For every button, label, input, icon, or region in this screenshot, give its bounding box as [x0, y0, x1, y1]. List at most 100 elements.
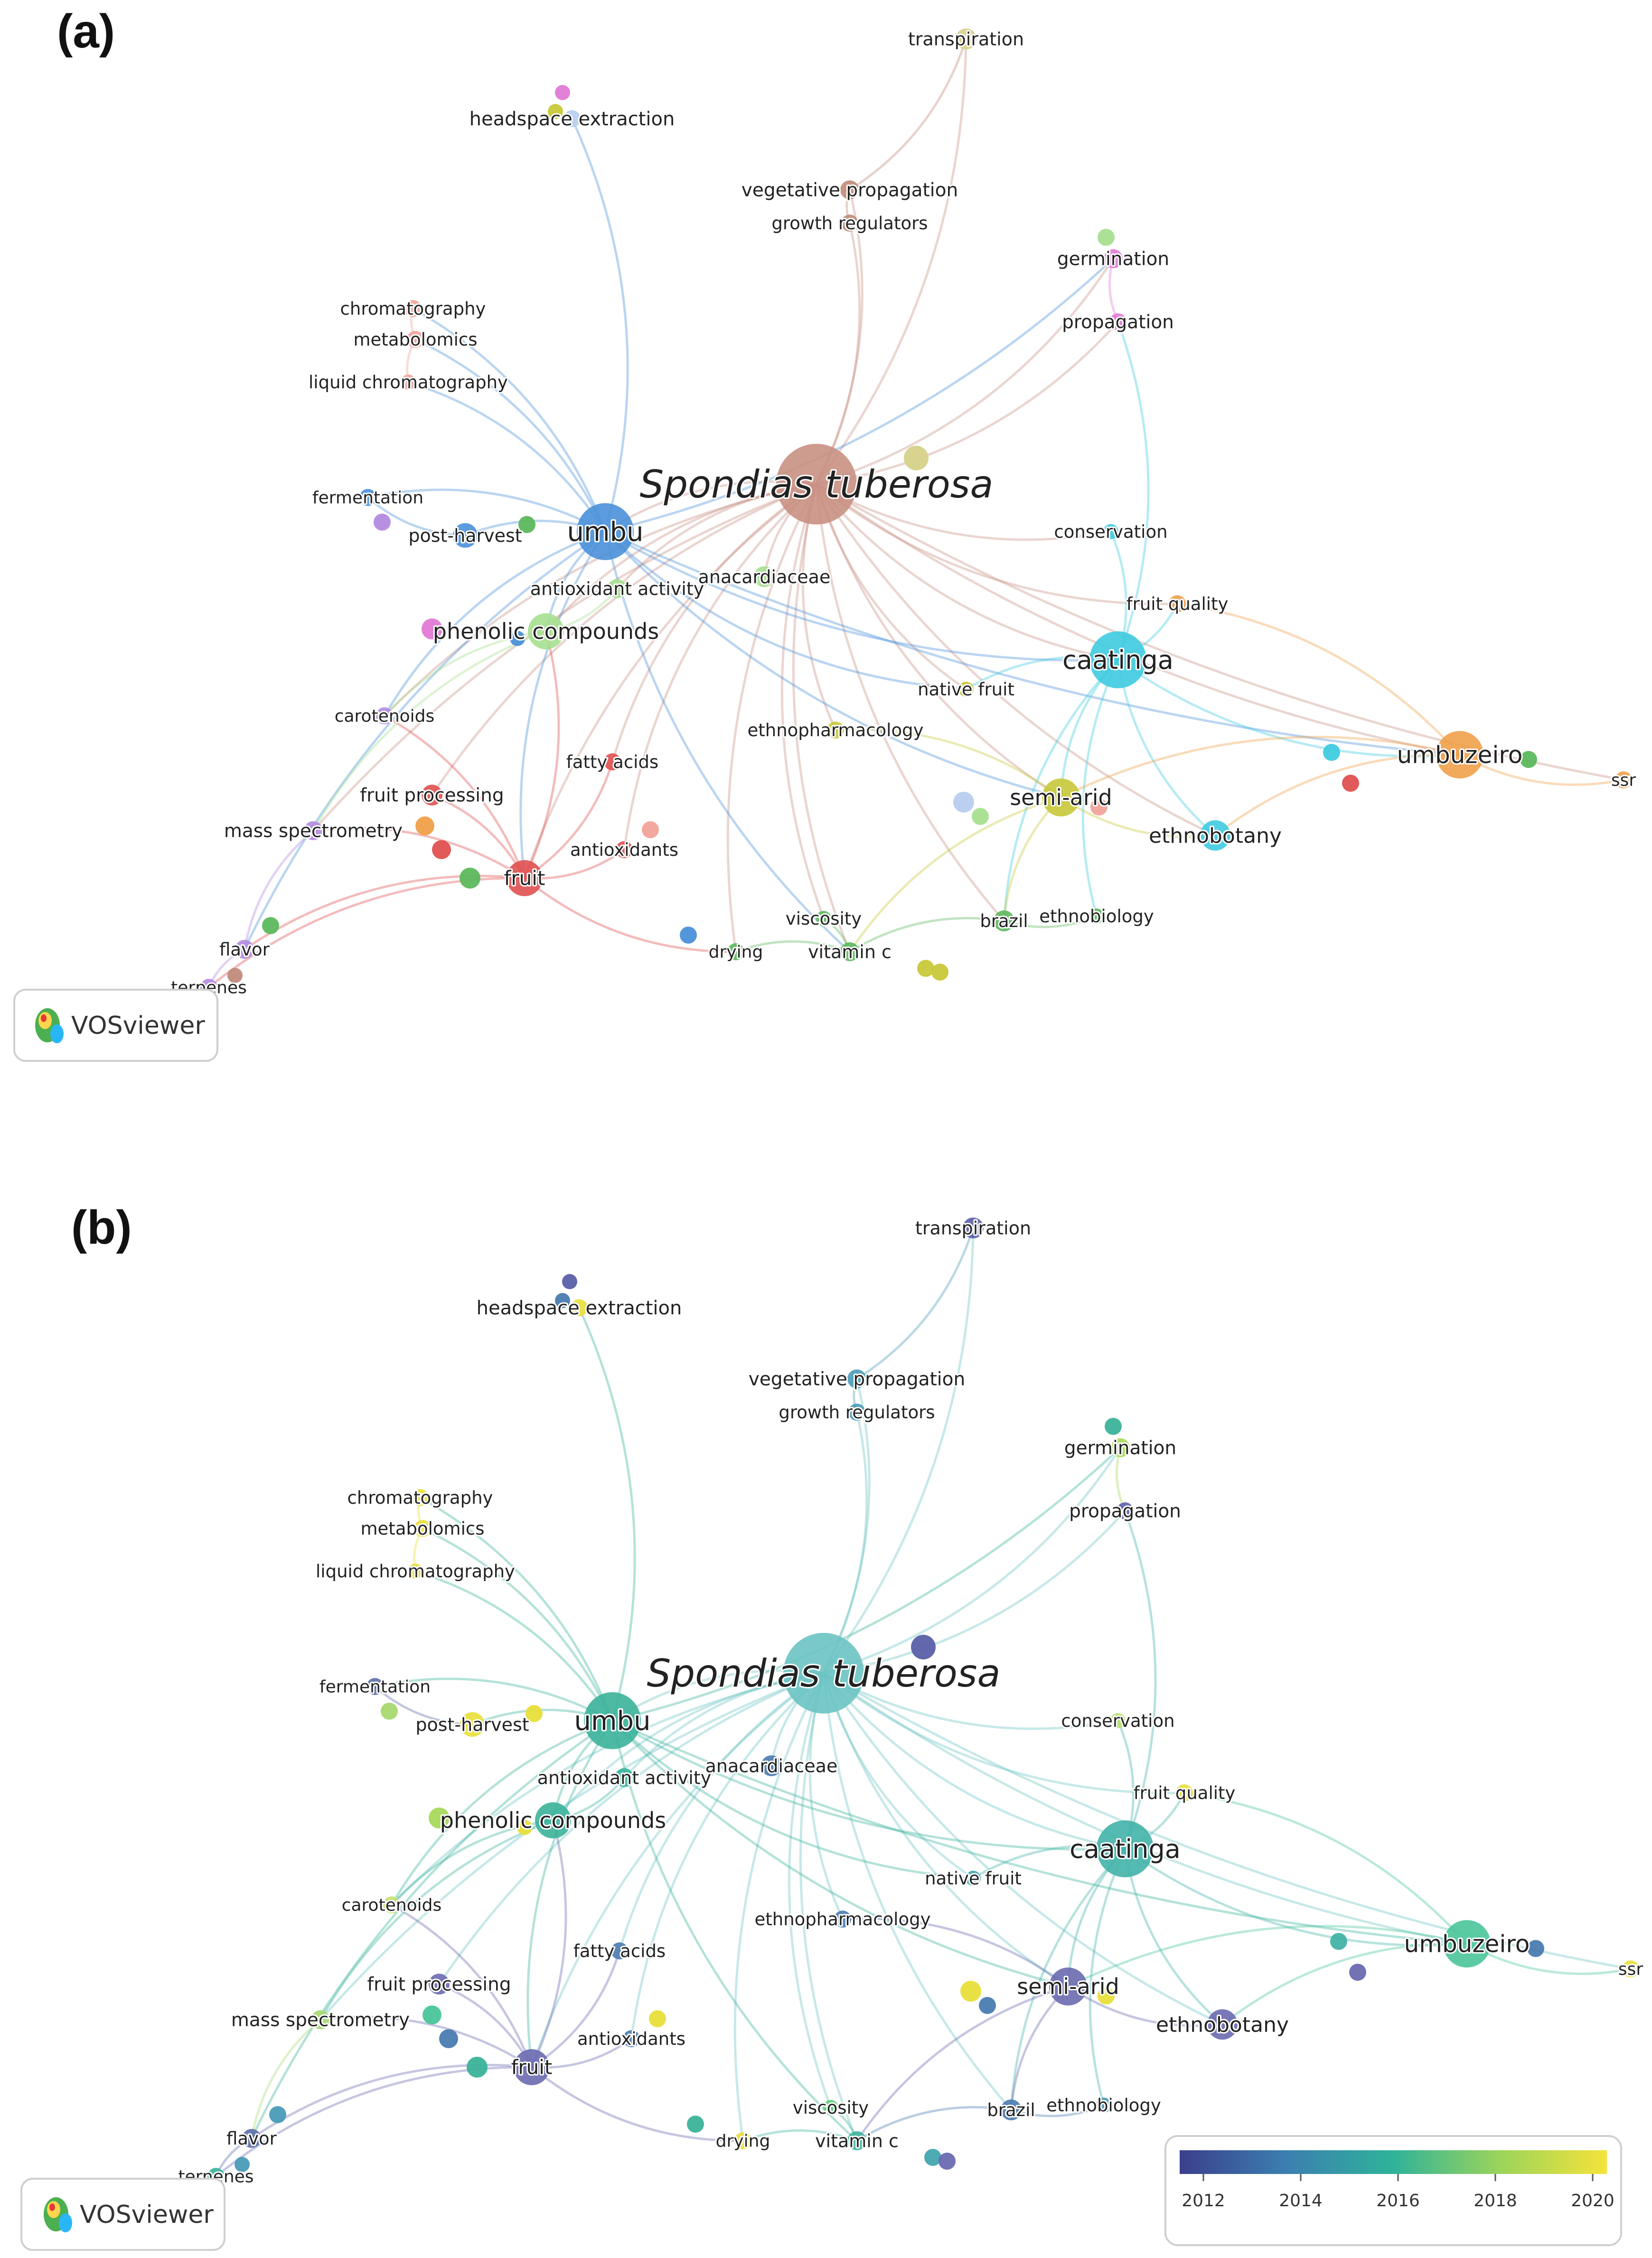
- node-phenolic-compounds[interactable]: [535, 1802, 571, 1838]
- minor-keyword-node[interactable]: [1323, 744, 1340, 761]
- node-anacardiaceae[interactable]: [761, 1755, 782, 1776]
- minor-keyword-node[interactable]: [911, 1635, 936, 1659]
- node-post-harvest[interactable]: [453, 523, 478, 548]
- node-carotenoids[interactable]: [383, 1896, 400, 1913]
- minor-keyword-node[interactable]: [262, 917, 279, 934]
- minor-keyword-node[interactable]: [917, 960, 934, 977]
- minor-keyword-node[interactable]: [548, 104, 563, 119]
- minor-keyword-node[interactable]: [235, 2157, 250, 2172]
- node-vegetative-propagation[interactable]: [847, 1369, 866, 1388]
- minor-keyword-node[interactable]: [972, 808, 989, 825]
- node-brazil[interactable]: [994, 910, 1014, 931]
- node-umbuzeiro[interactable]: [1443, 1920, 1491, 1968]
- node-metabolomics[interactable]: [414, 1520, 431, 1537]
- minor-keyword-node[interactable]: [429, 1808, 450, 1828]
- minor-keyword-node[interactable]: [1342, 775, 1359, 792]
- node-fermentation[interactable]: [366, 1678, 384, 1695]
- node-fatty-acids[interactable]: [611, 1942, 628, 1959]
- minor-keyword-node[interactable]: [460, 868, 480, 889]
- minor-keyword-node[interactable]: [687, 2116, 704, 2133]
- node-caatinga[interactable]: [1097, 1820, 1154, 1877]
- node-umbu[interactable]: [584, 1692, 641, 1749]
- minor-keyword-node[interactable]: [979, 1997, 996, 2014]
- node-fruit[interactable]: [507, 860, 543, 896]
- node-ethnobotany[interactable]: [1207, 2009, 1238, 2040]
- minor-keyword-node[interactable]: [439, 2029, 458, 2048]
- minor-keyword-node[interactable]: [1520, 751, 1537, 768]
- node-fruit-quality[interactable]: [1176, 1784, 1193, 1801]
- node-conservation[interactable]: [1110, 1713, 1126, 1728]
- node-caatinga[interactable]: [1089, 631, 1146, 688]
- minor-keyword-node[interactable]: [374, 514, 391, 531]
- node-fruit-quality[interactable]: [1169, 595, 1186, 612]
- minor-keyword-node[interactable]: [642, 821, 659, 838]
- node-vitamin-c[interactable]: [840, 942, 859, 961]
- node-growth-regulators[interactable]: [841, 215, 858, 232]
- node-native-fruit[interactable]: [958, 682, 974, 697]
- minor-keyword-node[interactable]: [1098, 229, 1115, 246]
- node-ssr[interactable]: [1622, 1960, 1639, 1977]
- node-semi-arid[interactable]: [1042, 778, 1080, 816]
- node-mass-spectrometry[interactable]: [304, 821, 323, 840]
- node-fermentation[interactable]: [359, 489, 376, 506]
- minor-keyword-node[interactable]: [931, 964, 948, 981]
- node-chromatography[interactable]: [404, 300, 422, 317]
- node-liquid-chromatography[interactable]: [401, 375, 416, 390]
- node-liquid-chromatography[interactable]: [408, 1564, 423, 1579]
- minor-keyword-node[interactable]: [904, 446, 929, 470]
- minor-keyword-node[interactable]: [526, 1705, 543, 1722]
- minor-keyword-node[interactable]: [1349, 1964, 1366, 1981]
- node-spondias-tuberosa[interactable]: [783, 1633, 864, 1714]
- node-fruit[interactable]: [514, 2049, 550, 2085]
- minor-keyword-node[interactable]: [1527, 1940, 1544, 1957]
- minor-keyword-node[interactable]: [680, 927, 697, 944]
- minor-keyword-node[interactable]: [415, 816, 434, 835]
- node-metabolomics[interactable]: [407, 331, 424, 348]
- node-mass-spectrometry[interactable]: [311, 2010, 330, 2029]
- minor-keyword-node[interactable]: [422, 2005, 441, 2024]
- node-antioxidants[interactable]: [623, 2030, 640, 2047]
- node-growth-regulators[interactable]: [848, 1404, 865, 1421]
- node-transpiration[interactable]: [963, 1218, 984, 1238]
- minor-keyword-node[interactable]: [432, 840, 451, 859]
- node-conservation[interactable]: [1103, 524, 1118, 539]
- node-phenolic-compounds[interactable]: [528, 613, 564, 649]
- node-brazil[interactable]: [1001, 2099, 1022, 2120]
- minor-keyword-node[interactable]: [422, 618, 442, 639]
- node-propagation[interactable]: [1117, 1502, 1134, 1519]
- minor-keyword-node[interactable]: [1330, 1933, 1347, 1950]
- node-drying[interactable]: [727, 943, 744, 960]
- node-headspace-extraction[interactable]: [563, 110, 581, 127]
- node-chromatography[interactable]: [412, 1489, 429, 1506]
- node-ethnobotany[interactable]: [1200, 820, 1230, 851]
- node-ethnobiology[interactable]: [1089, 909, 1104, 924]
- minor-keyword-node[interactable]: [649, 2010, 666, 2027]
- node-semi-arid[interactable]: [1049, 1968, 1087, 2005]
- minor-keyword-node[interactable]: [269, 2106, 286, 2123]
- minor-keyword-node[interactable]: [467, 2057, 488, 2078]
- node-fatty-acids[interactable]: [604, 753, 621, 770]
- node-headspace-extraction[interactable]: [571, 1299, 588, 1316]
- node-germination[interactable]: [1111, 1438, 1130, 1457]
- node-anacardiaceae[interactable]: [754, 566, 775, 587]
- node-flavor[interactable]: [242, 2129, 261, 2148]
- minor-keyword-node[interactable]: [555, 1293, 570, 1308]
- node-ethnobiology[interactable]: [1096, 2098, 1111, 2113]
- minor-keyword-node[interactable]: [381, 1703, 398, 1720]
- minor-keyword-node[interactable]: [1105, 1418, 1122, 1435]
- node-ethnopharmacology[interactable]: [834, 1911, 851, 1928]
- minor-keyword-node[interactable]: [924, 2149, 941, 2166]
- minor-keyword-node[interactable]: [555, 85, 570, 100]
- node-viscosity[interactable]: [816, 911, 831, 926]
- node-flavor[interactable]: [235, 940, 254, 959]
- node-propagation[interactable]: [1109, 313, 1126, 330]
- node-antioxidant-activity[interactable]: [608, 579, 627, 598]
- node-germination[interactable]: [1104, 249, 1123, 268]
- node-antioxidants[interactable]: [616, 841, 633, 858]
- minor-keyword-node[interactable]: [953, 792, 974, 813]
- node-ethnopharmacology[interactable]: [827, 721, 844, 739]
- minor-keyword-node[interactable]: [517, 1820, 532, 1835]
- minor-keyword-node[interactable]: [518, 516, 535, 533]
- node-vitamin-c[interactable]: [847, 2131, 866, 2150]
- node-antioxidant-activity[interactable]: [615, 1768, 634, 1787]
